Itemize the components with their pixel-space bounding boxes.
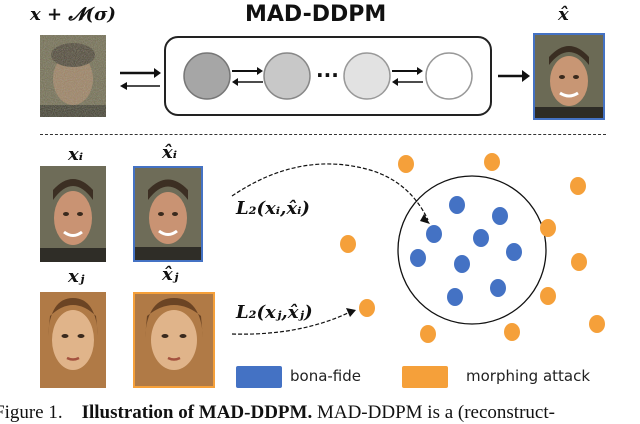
morph-point (540, 287, 556, 305)
morph-point (540, 219, 556, 237)
diffusion-state-4 (425, 52, 473, 100)
legend-label-morphing: morphing attack (466, 367, 591, 385)
bona-fide-input-image (40, 166, 106, 262)
morph-point (420, 325, 436, 343)
noisy-input-image (40, 35, 106, 117)
morph-reconstruction-image (133, 292, 215, 388)
input-arrows (120, 68, 161, 90)
bona-fide-point (426, 225, 442, 243)
morph-point (504, 323, 520, 341)
morph-point (484, 153, 500, 171)
bona-fide-point (492, 207, 508, 225)
bona-fide-point (449, 196, 465, 214)
figure-caption: Figure 1. Illustration of MAD-DDPM. MAD-… (0, 402, 555, 424)
diffusion-process-box: ··· (164, 36, 492, 116)
diagram-title: MAD-DDPM (245, 2, 387, 27)
section-divider (40, 134, 606, 135)
legend-label-bona-fide: bona-fide (290, 367, 362, 385)
output-label: 𝒙̂ (558, 4, 569, 25)
legend-swatch-morphing (402, 366, 448, 388)
bona-fide-point (506, 243, 522, 261)
morph-point (570, 177, 586, 195)
legend-swatch-bona-fide (236, 366, 282, 388)
loss-label-morph: L₂(𝒙ⱼ,𝒙̂ⱼ) (236, 302, 313, 323)
diffusion-state-1 (183, 52, 231, 100)
reconstructed-output-image (533, 33, 605, 120)
diffusion-chain: ··· (183, 52, 473, 100)
morphing-points (340, 153, 605, 343)
output-arrow (498, 70, 530, 82)
morph-point (340, 235, 356, 253)
morph-input-image (40, 292, 106, 388)
svg-text:···: ··· (316, 63, 339, 87)
bona-fide-point (447, 288, 463, 306)
bona-fide-point (410, 249, 426, 267)
bona-fide-region (397, 175, 547, 325)
xj-hat-label: 𝒙̂ⱼ (162, 264, 179, 285)
bona-fide-point (490, 279, 506, 297)
xi-label: 𝒙ᵢ (68, 144, 84, 165)
bona-fide-points (410, 196, 522, 306)
morph-point (398, 155, 414, 173)
caption-rest: MAD-DDPM is a (reconstruct- (316, 402, 555, 423)
bona-fide-point (473, 229, 489, 247)
morph-point (359, 299, 375, 317)
xi-hat-label: 𝒙̂ᵢ (162, 142, 178, 163)
xj-label: 𝒙ⱼ (68, 266, 85, 287)
loss-label-bona-fide: L₂(𝒙ᵢ,𝒙̂ᵢ) (236, 198, 310, 219)
diffusion-state-3 (343, 52, 391, 100)
morph-point (571, 253, 587, 271)
caption-prefix: Figure 1. (0, 402, 63, 423)
bona-fide-reconstruction-image (133, 166, 203, 262)
morph-point (589, 315, 605, 333)
diffusion-state-2 (263, 52, 311, 100)
input-label: 𝒙 + 𝓝(𝝈) (30, 4, 116, 25)
bona-fide-point (454, 255, 470, 273)
caption-bold: Illustration of MAD-DDPM. (81, 402, 313, 423)
